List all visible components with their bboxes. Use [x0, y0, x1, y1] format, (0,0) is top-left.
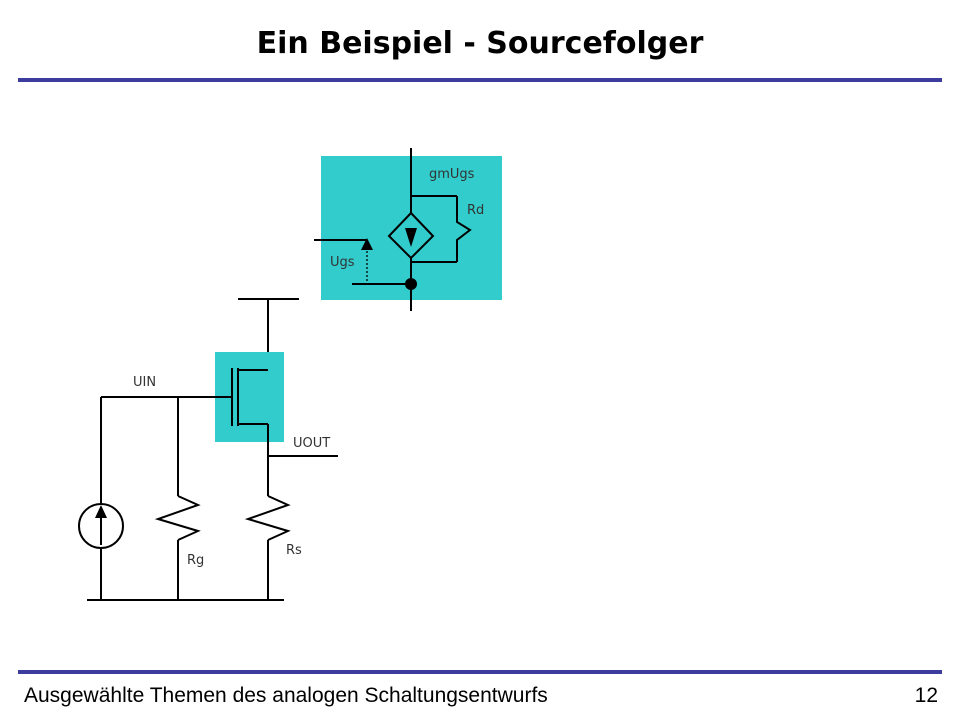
footer-rule [18, 670, 942, 674]
rs-resistor [244, 495, 291, 541]
source-node-dot [405, 278, 417, 290]
label-rg: Rg [187, 553, 204, 568]
source-arrow-icon [95, 505, 107, 518]
label-uout: UOUT [293, 436, 330, 451]
label-rs: Rs [286, 543, 302, 558]
ugs-arrow-icon [361, 238, 373, 250]
current-direction-arrow-icon [405, 228, 417, 247]
rg-resistor [154, 495, 201, 541]
label-ugs: Ugs [330, 255, 355, 270]
source-follower-circuit: UIN UOUT Rg Rs [78, 298, 338, 601]
rd-resistor [456, 196, 472, 262]
label-rd: Rd [467, 203, 484, 218]
footer-course-title: Ausgewählte Themen des analogen Schaltun… [24, 684, 548, 707]
small-signal-model: gmUgs Rd Ugs [314, 148, 502, 311]
page-number: 12 [914, 684, 938, 707]
slide-title: Ein Beispiel - Sourcefolger [256, 26, 704, 61]
label-gmugs: gmUgs [429, 167, 475, 182]
title-rule [18, 78, 942, 82]
label-uin: UIN [133, 375, 156, 390]
